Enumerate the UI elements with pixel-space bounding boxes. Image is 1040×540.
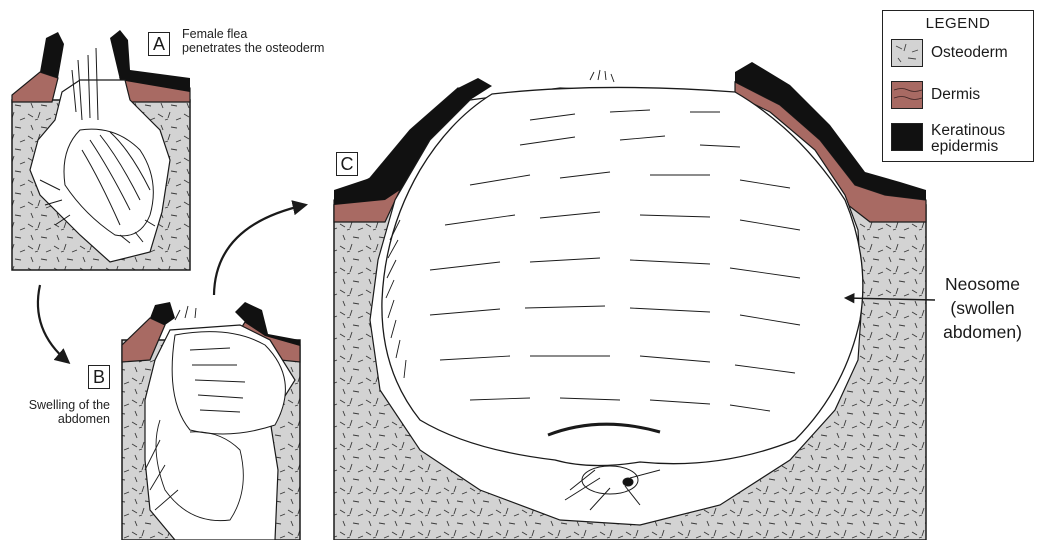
neosome-annotation-line3: abdomen) xyxy=(925,320,1040,344)
panel-a-caption: Female flea penetrates the osteoderm xyxy=(182,27,324,56)
arrow-b-to-c xyxy=(214,205,305,295)
dermis-texture-icon xyxy=(892,82,922,108)
panel-b xyxy=(122,302,300,540)
panel-b-caption-line2: abdomen xyxy=(2,412,110,426)
neosome-annotation-line2: (swollen xyxy=(925,296,1040,320)
legend-label-epidermis: Keratinous epidermis xyxy=(931,123,1005,155)
legend-title: LEGEND xyxy=(883,15,1033,32)
legend: LEGEND Osteoderm Dermis Keratinous epide… xyxy=(882,10,1034,162)
panel-a-letter: A xyxy=(148,32,170,56)
panel-a-caption-line2: penetrates the osteoderm xyxy=(182,41,324,55)
panel-a-dermis-left xyxy=(12,72,58,102)
panel-b-caption-line1: Swelling of the xyxy=(2,398,110,412)
panel-b-letter: B xyxy=(88,365,110,389)
arrow-a-to-b xyxy=(38,285,68,362)
osteoderm-texture-icon xyxy=(892,40,922,66)
panel-c xyxy=(334,62,926,540)
legend-label-dermis: Dermis xyxy=(931,87,980,103)
neosome-annotation: Neosome (swollen abdomen) xyxy=(925,272,1040,344)
panel-c-letter: C xyxy=(336,152,358,176)
panel-a xyxy=(12,30,190,270)
panel-b-caption: Swelling of the abdomen xyxy=(2,398,110,427)
legend-label-epidermis-line2: epidermis xyxy=(931,139,1005,155)
legend-swatch-epidermis xyxy=(891,123,923,151)
legend-label-epidermis-line1: Keratinous xyxy=(931,123,1005,139)
legend-label-osteoderm: Osteoderm xyxy=(931,45,1008,61)
legend-swatch-osteoderm xyxy=(891,39,923,67)
neosome-annotation-line1: Neosome xyxy=(925,272,1040,296)
panel-a-caption-line1: Female flea xyxy=(182,27,324,41)
legend-swatch-dermis xyxy=(891,81,923,109)
